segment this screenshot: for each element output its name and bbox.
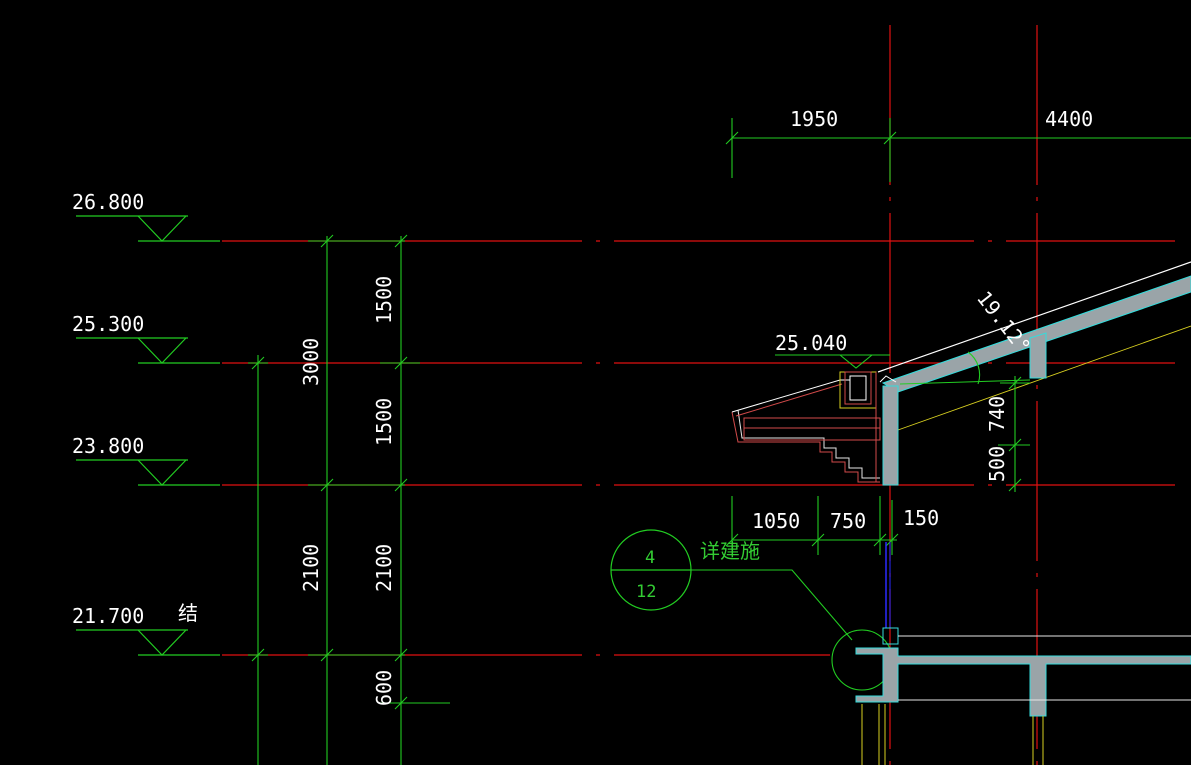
dim-600: 600: [372, 670, 396, 706]
wall-column: [882, 385, 899, 486]
dim-150: 150: [903, 506, 939, 530]
detail-callout[interactable]: 4 12 详建施: [610, 529, 893, 691]
dim-4400: 4400: [1045, 107, 1093, 131]
level-marker-25300: 25.300: [72, 312, 220, 364]
level-marker-26800: 26.800: [72, 190, 220, 242]
vertical-dimension-lines: [248, 234, 450, 765]
roof-slope: [877, 261, 1191, 431]
dim-1500-lower: 1500: [372, 398, 396, 446]
roof-angle-arc: [967, 351, 981, 385]
level-label: 26.800: [72, 190, 144, 214]
dim-1050: 1050: [752, 509, 800, 533]
right-dimension-lines: [998, 376, 1030, 492]
dim-740: 740: [985, 396, 1009, 432]
level-label: 25.300: [72, 312, 144, 336]
level-label: 23.800: [72, 434, 144, 458]
structure-note: 结: [178, 601, 198, 625]
level-marker-23800: 23.800: [72, 434, 220, 486]
dim-1500-upper: 1500: [372, 276, 396, 324]
level-marker-21700: 21.700: [72, 604, 220, 656]
detail-number: 4: [645, 548, 655, 568]
axis-lines: [222, 25, 1175, 765]
detail-sheet: 12: [636, 582, 656, 602]
horizontal-dimension-lines: [725, 496, 899, 555]
dim-2100-outer: 2100: [299, 544, 323, 592]
level-label: 21.700: [72, 604, 144, 628]
dim-750: 750: [830, 509, 866, 533]
eave-gutter-detail: [731, 371, 897, 483]
dim-1950: 1950: [790, 107, 838, 131]
detail-note: 详建施: [700, 539, 760, 563]
dim-500: 500: [985, 446, 1009, 482]
dim-2100-inner: 2100: [372, 544, 396, 592]
dim-3000: 3000: [299, 338, 323, 386]
top-dimension-lines: [725, 118, 1191, 182]
lower-slab: [855, 542, 1191, 765]
eave-level-label: 25.040: [775, 331, 847, 355]
